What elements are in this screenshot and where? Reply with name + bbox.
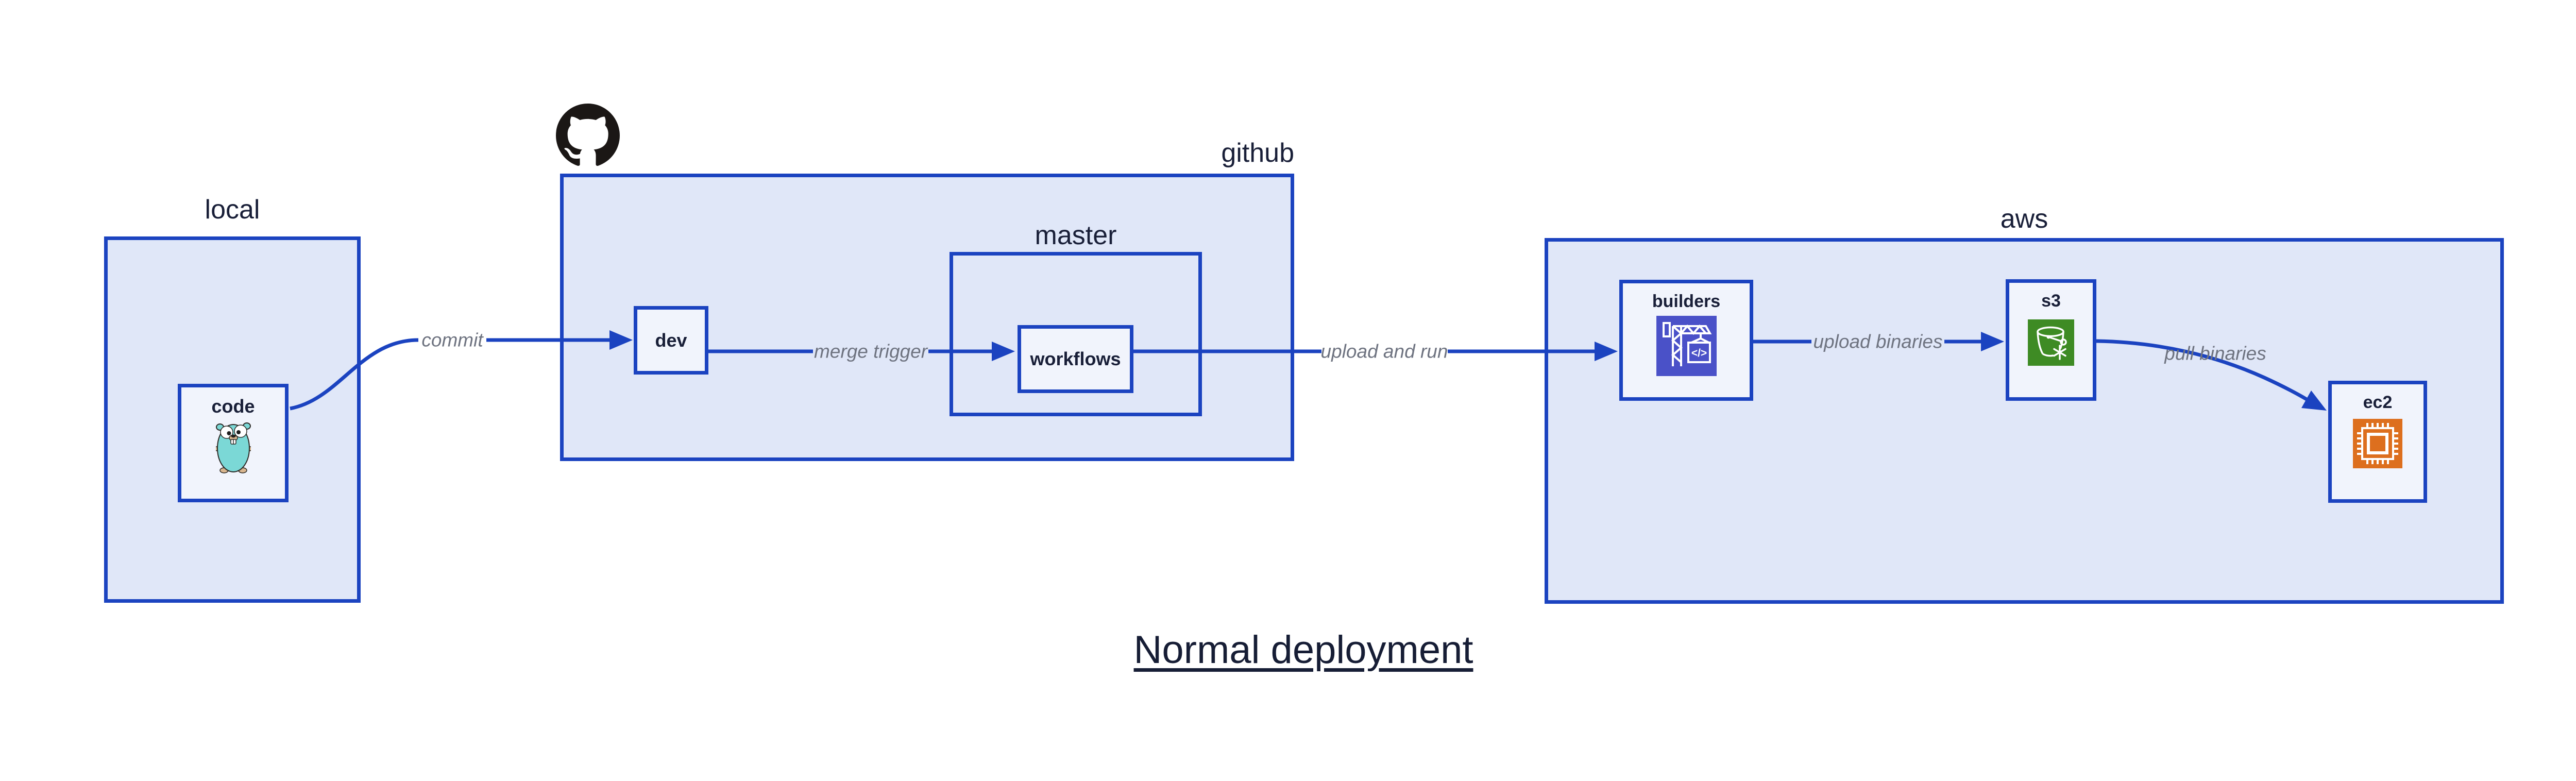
node-workflows-label: workflows	[1030, 348, 1121, 369]
codebuild-crane-icon: </>	[1656, 316, 1717, 376]
edge-label-upload-and-run: upload and run	[1321, 341, 1448, 362]
ec2-chip-icon	[2353, 419, 2402, 468]
s3-bucket-icon	[2028, 319, 2074, 366]
node-ec2: ec2	[2328, 381, 2427, 503]
node-ec2-label: ec2	[2363, 393, 2393, 412]
octocat-icon	[556, 104, 620, 166]
edge-label-commit: commit	[421, 330, 484, 351]
section-label-aws: aws	[2000, 204, 2048, 234]
node-s3: s3	[2006, 279, 2096, 401]
codebuild-code-glyph: </>	[1691, 347, 1706, 359]
go-gopher-icon	[215, 422, 251, 473]
diagram-title: Normal deployment	[1133, 628, 1473, 672]
node-workflows: workflows	[1018, 325, 1133, 393]
section-label-github: github	[1221, 138, 1294, 168]
node-code: code	[178, 384, 289, 502]
node-s3-label: s3	[2041, 291, 2061, 311]
section-label-local: local	[205, 195, 260, 225]
node-code-label: code	[211, 396, 255, 417]
section-label-master: master	[1035, 220, 1117, 250]
node-dev: dev	[634, 306, 708, 375]
node-builders: builders </>	[1619, 280, 1753, 401]
node-dev-label: dev	[655, 329, 687, 351]
node-builders-label: builders	[1652, 292, 1721, 311]
